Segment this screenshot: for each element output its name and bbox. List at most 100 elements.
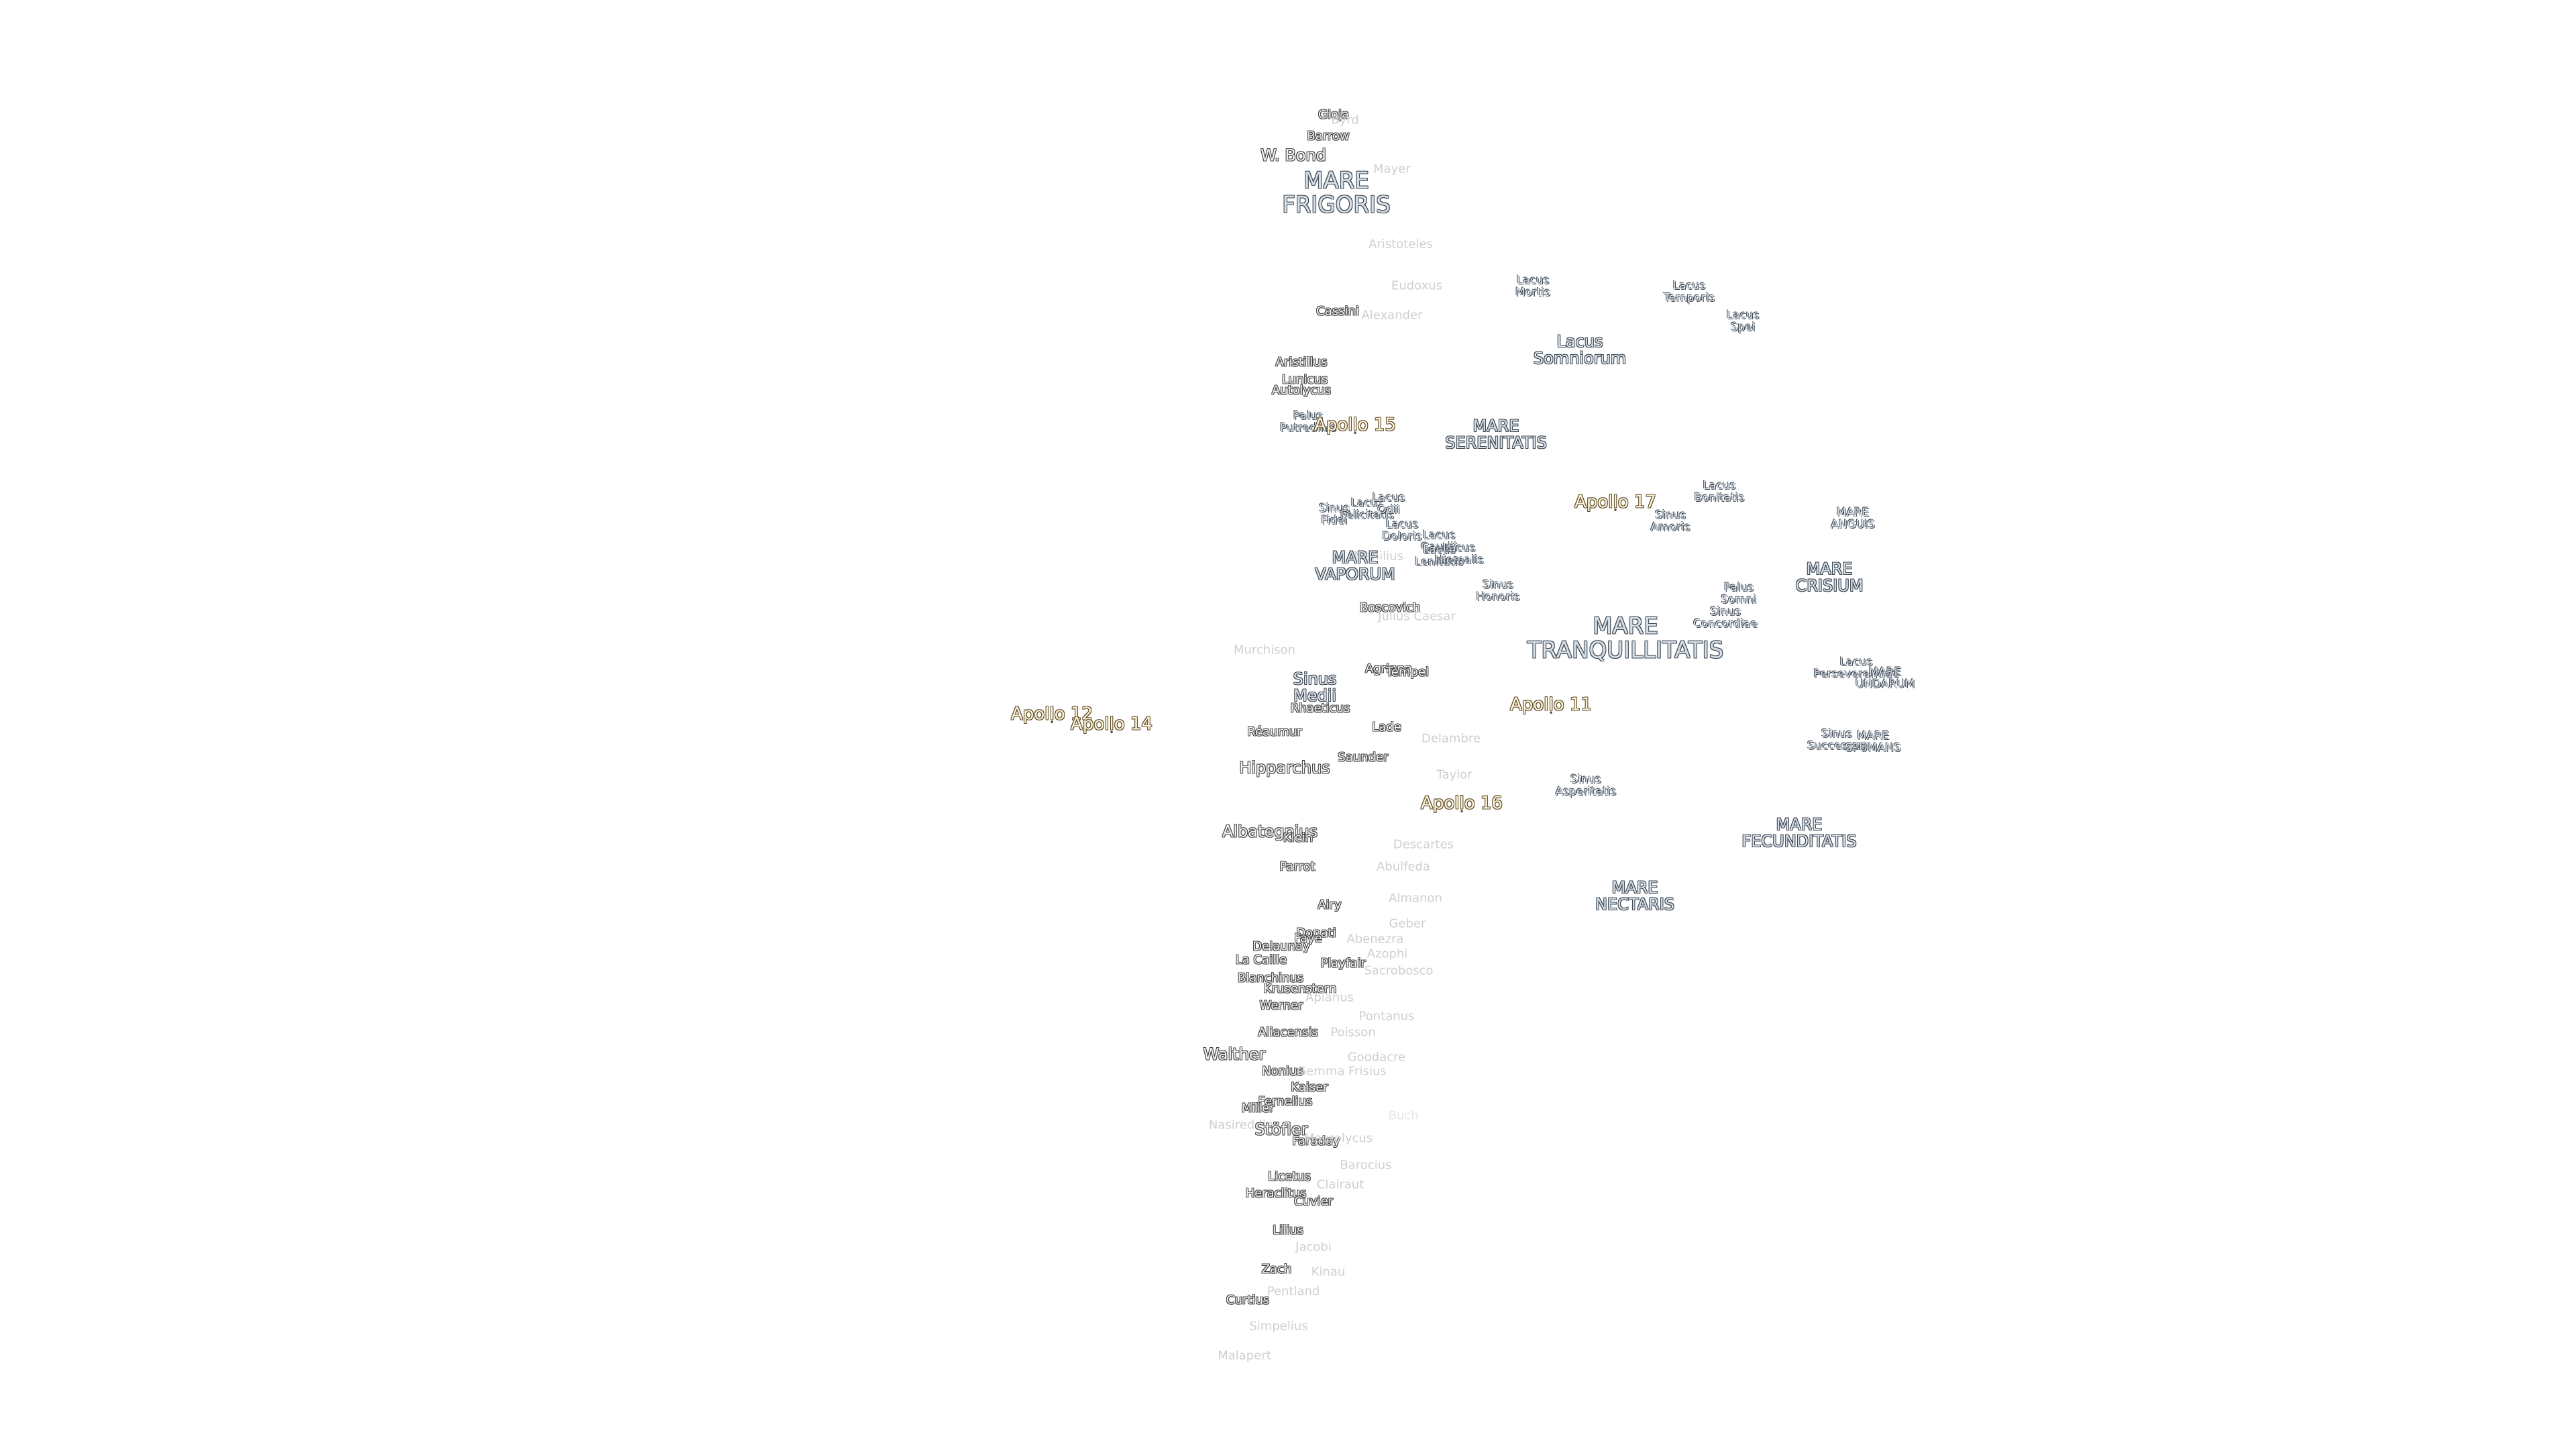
map-label-sacrobosco: Sacrobosco (1364, 963, 1434, 978)
map-label-geber: Geber (1389, 916, 1426, 931)
map-label-albategnius: Albategnius (1222, 822, 1318, 841)
landing-site-apollo-16: Apollo 16 (1421, 794, 1503, 813)
map-label-heraclitus: Heraclitus (1245, 1186, 1307, 1201)
map-label-jacobi: Jacobi (1295, 1240, 1332, 1254)
map-label-gemma-frisius: Gemma Frisius (1297, 1064, 1387, 1079)
map-label-agrippa: Agrippa (1364, 661, 1413, 676)
map-label-poisson: Poisson (1330, 1025, 1376, 1040)
map-label-taylor: Taylor (1436, 767, 1472, 782)
map-label-alexander: Alexander (1361, 308, 1423, 323)
map-label-delambre: Delambre (1421, 731, 1481, 746)
map-label-murchison: Murchison (1233, 643, 1296, 657)
map-label-nasireddin: Nasireddin (1208, 1118, 1274, 1132)
map-label-saunder: Saunder (1338, 750, 1389, 765)
map-label-pentland: Pentland (1267, 1284, 1320, 1299)
map-label-cassini: Cassini (1316, 304, 1359, 319)
map-label-apianus: Apianus (1305, 990, 1354, 1005)
map-label-licetus: Licetus (1268, 1169, 1311, 1184)
map-label-faye: Faye (1294, 931, 1322, 946)
map-label-r-aumur: Réaumur (1247, 724, 1302, 739)
map-label-kaiser: Kaiser (1291, 1080, 1328, 1095)
map-label-manilius: Manilius (1354, 549, 1403, 564)
map-label-byrd: Byrd (1331, 113, 1359, 127)
map-label-krusenstern: Krusenstern (1263, 981, 1337, 996)
map-label-rhaeticus: Rhaeticus (1290, 701, 1350, 716)
map-label-clairaut: Clairaut (1316, 1177, 1364, 1192)
map-label-parrot: Parrot (1279, 859, 1316, 874)
map-label-eudoxus: Eudoxus (1391, 278, 1443, 293)
map-label-gioja: Gioja (1318, 107, 1349, 122)
map-label-azophi: Azophi (1366, 947, 1408, 961)
map-label-aliacensis: Aliacensis (1258, 1025, 1318, 1040)
map-label-playfair: Playfair (1320, 956, 1366, 971)
map-label-st-fler: Stöfler (1254, 1120, 1308, 1139)
map-label-lade: Lade (1372, 720, 1401, 735)
map-label-nonius: Nonius (1262, 1064, 1303, 1079)
map-label-curtius: Curtius (1226, 1293, 1270, 1307)
map-label-la-caille: La Caille (1235, 953, 1287, 967)
map-label-hipparchus: Hipparchus (1239, 758, 1330, 777)
landing-site-apollo-17: Apollo 17 (1574, 493, 1656, 512)
map-label-barocius: Barocius (1340, 1158, 1392, 1173)
map-label-almanon: Almanon (1389, 891, 1442, 906)
map-label-malapert: Malapert (1218, 1348, 1271, 1363)
map-label-donati: Donati (1296, 926, 1336, 941)
map-label-klein: Klein (1283, 830, 1313, 845)
map-label-mayer: Mayer (1373, 162, 1411, 176)
map-label-lunicus: Lunicus (1281, 372, 1328, 387)
map-label-tempel: Tempel (1385, 665, 1430, 680)
map-label-zach: Zach (1261, 1262, 1292, 1277)
map-label-pontanus: Pontanus (1358, 1009, 1415, 1024)
map-label-airy: Airy (1318, 898, 1342, 912)
map-label-lilius: Lilius (1273, 1223, 1303, 1238)
map-label-simpelius: Simpelius (1249, 1319, 1308, 1334)
map-label-aristoteles: Aristoteles (1368, 237, 1433, 252)
map-label-goodacre: Goodacre (1347, 1050, 1406, 1065)
map-label-faraday: Faraday (1292, 1134, 1340, 1148)
landing-site-apollo-15: Apollo 15 (1314, 416, 1396, 435)
map-label-werner: Werner (1259, 998, 1303, 1013)
map-label-buch: Buch (1388, 1108, 1419, 1123)
map-label-barrow: Barrow (1307, 129, 1350, 144)
map-label-maurolycus: Maurolycus (1303, 1131, 1373, 1146)
map-label-abenezra: Abenezra (1346, 932, 1404, 947)
map-label-julius-caesar: Julius Caesar (1378, 609, 1456, 624)
map-label-w-bond: W. Bond (1260, 146, 1326, 165)
landing-site-apollo-11: Apollo 11 (1510, 696, 1592, 714)
map-label-miller: Miller (1241, 1101, 1275, 1116)
map-label-kinau: Kinau (1311, 1265, 1346, 1279)
map-label-autolycus: Autolycus (1271, 383, 1332, 398)
map-label-aristillus: Aristillus (1275, 355, 1328, 370)
map-label-blanchinus: Blanchinus (1237, 971, 1304, 985)
map-label-walther: Walther (1203, 1044, 1266, 1064)
